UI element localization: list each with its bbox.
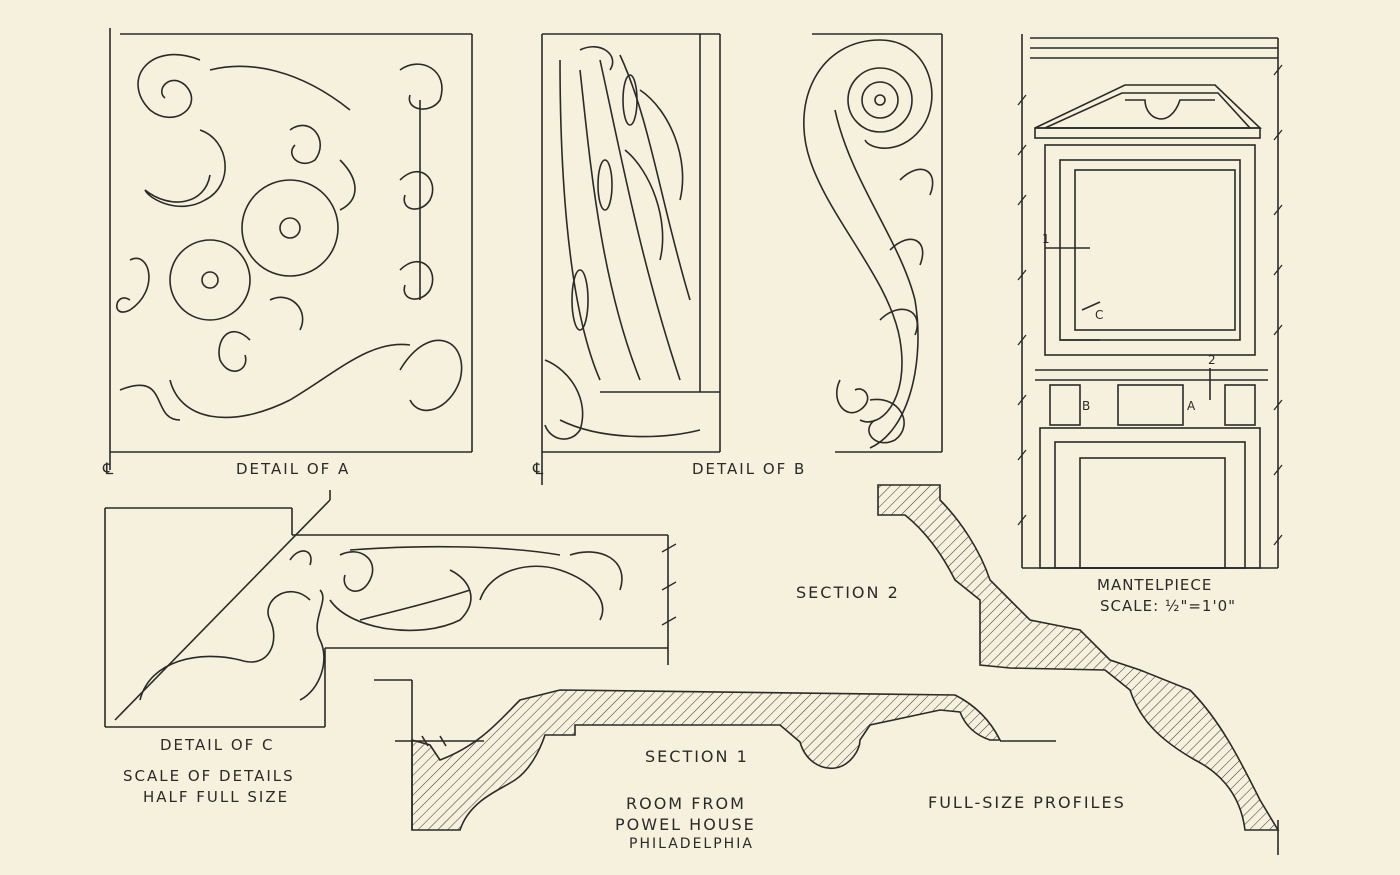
detail-a-drawing (109, 28, 473, 470)
section-1-profile (374, 679, 1056, 831)
label-mantel-scale: SCALE: ½"=1'0" (1100, 597, 1237, 615)
label-detail-of-a: DETAIL OF A (236, 460, 351, 478)
label-full-size-profiles: FULL-SIZE PROFILES (928, 793, 1126, 812)
detail-b-scroll (803, 33, 943, 453)
label-detail-of-b: DETAIL OF B (692, 460, 807, 478)
marker-b: B (1082, 399, 1091, 413)
label-half-full-size: HALF FULL SIZE (143, 788, 290, 806)
marker-1: 1 (1042, 232, 1050, 246)
marker-c: C (1095, 308, 1104, 322)
label-philadelphia: PHILADELPHIA (629, 836, 754, 852)
centerline-symbol-a: ℄ (103, 459, 114, 478)
marker-a: A (1187, 399, 1196, 413)
detail-c-drawing (104, 490, 677, 728)
label-detail-of-c: DETAIL OF C (160, 736, 275, 754)
label-section-2: SECTION 2 (796, 583, 900, 602)
label-room-from: ROOM FROM (626, 794, 746, 813)
mantelpiece-elevation (1017, 34, 1283, 569)
label-scale-of-details: SCALE OF DETAILS (123, 767, 295, 785)
detail-b-acanthus (541, 33, 721, 485)
label-powel-house: POWEL HOUSE (615, 815, 756, 834)
label-mantelpiece: MANTELPIECE (1097, 576, 1213, 594)
centerline-symbol-b: ℄ (533, 459, 544, 478)
label-section-1: SECTION 1 (645, 747, 749, 766)
section-2-profile (877, 484, 1280, 855)
marker-2: 2 (1208, 353, 1216, 367)
